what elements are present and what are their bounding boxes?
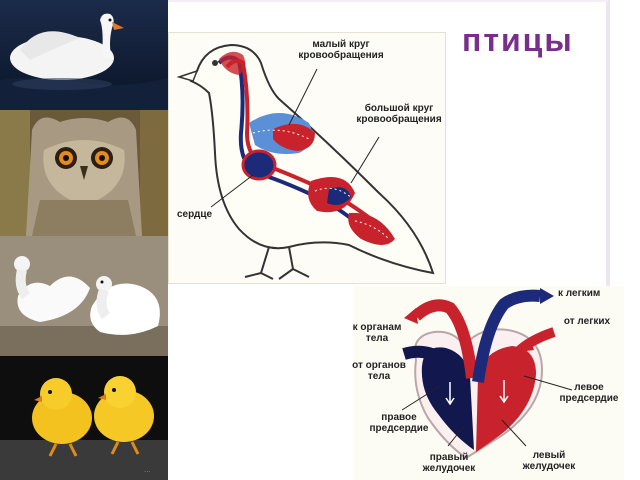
label-from-body-organs: от органов тела bbox=[352, 360, 406, 382]
label-left-atrium: левое предсердие bbox=[559, 382, 619, 404]
svg-text:...: ... bbox=[144, 465, 151, 474]
bird-circulation-diagram: малый круг кровообращения большой круг к… bbox=[168, 32, 446, 284]
right-atrium-ventricle bbox=[421, 347, 474, 450]
slide-right-border bbox=[606, 0, 610, 480]
slide-top-line bbox=[168, 0, 608, 2]
arrow-from-lungs bbox=[518, 338, 534, 352]
bird-heart bbox=[241, 149, 277, 181]
pointer-left-ventricle bbox=[501, 419, 527, 447]
aorta bbox=[412, 299, 478, 379]
label-to-lungs: к легким bbox=[558, 288, 601, 299]
label-right-ventricle: правый желудочек bbox=[422, 452, 476, 474]
label-left-ventricle: левый желудочек bbox=[522, 450, 576, 472]
bird-beak bbox=[176, 69, 199, 82]
chicks-photo: ... bbox=[0, 356, 168, 480]
slide-title: птицы bbox=[462, 22, 574, 58]
arrow-from-body bbox=[430, 348, 444, 366]
label-small-circle: малый круг кровообращения bbox=[298, 39, 384, 61]
pulmonary-artery bbox=[472, 289, 541, 383]
pointer-heart bbox=[210, 174, 254, 208]
label-to-body-organs: к органам тела bbox=[352, 322, 402, 344]
arrow-to-body bbox=[404, 308, 418, 324]
owl-photo bbox=[0, 110, 168, 236]
head-network bbox=[219, 51, 246, 75]
heart-structure-diagram: к легким от легких к органам тела от орг… bbox=[352, 286, 624, 480]
label-heart: сердце bbox=[177, 209, 213, 220]
bird-body-outline bbox=[189, 43, 435, 275]
pointer-small-circle bbox=[288, 68, 318, 126]
pigeons-photo bbox=[0, 236, 168, 356]
arrow-to-lungs bbox=[540, 288, 554, 304]
pointer-right-ventricle bbox=[447, 425, 465, 447]
label-from-lungs: от легких bbox=[563, 316, 611, 327]
pointer-left-atrium bbox=[523, 375, 573, 391]
label-right-atrium: правое предсердие bbox=[369, 412, 429, 434]
pointer-right-atrium bbox=[401, 385, 441, 411]
pointer-big-circle bbox=[350, 136, 380, 184]
swan-photo bbox=[0, 0, 168, 110]
tail-network bbox=[348, 212, 395, 245]
label-big-circle: большой круг кровообращения bbox=[356, 103, 442, 125]
bird-legs bbox=[244, 246, 310, 280]
organ-network-blue bbox=[327, 187, 351, 205]
